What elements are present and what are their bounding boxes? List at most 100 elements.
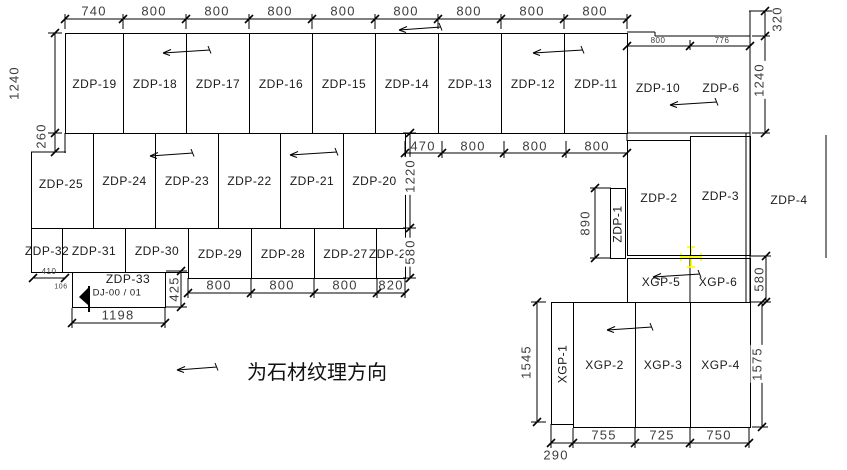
panel-zdp27[interactable]: ZDP-27	[314, 228, 377, 279]
section-marker-icon	[79, 288, 88, 305]
panel-label-zdp23: ZDP-23	[164, 174, 210, 188]
dim-tick	[437, 148, 447, 158]
panel-zdp26[interactable]: ZDP-26	[369, 228, 413, 279]
dim-right_top_height: 1240	[751, 61, 767, 99]
panel-label-xgp6: XGP-6	[698, 275, 738, 289]
texture-direction-arrow	[176, 362, 219, 373]
texture-direction-arrow	[532, 45, 585, 56]
panel-label-zdp12: ZDP-12	[510, 76, 556, 91]
dim-zdp33_height: 425	[166, 276, 182, 302]
texture-direction-arrow	[669, 97, 719, 108]
dim-row3_height: 580	[402, 237, 418, 267]
dim-row3_bottom-1: 800	[269, 277, 295, 293]
panel-zdp19[interactable]: ZDP-19	[65, 33, 124, 134]
panel-label-zdp32: ZDP-32	[24, 243, 70, 258]
dim-top-3: 800	[267, 3, 293, 19]
panel-zdp29[interactable]: ZDP-29	[188, 228, 252, 279]
dim-tick	[176, 302, 186, 312]
dim-right_top_step: 320	[769, 6, 785, 32]
panel-zdp16[interactable]: ZDP-16	[249, 33, 313, 134]
dim-tick	[67, 318, 77, 328]
dim-xgp_bottom-2: 750	[706, 427, 732, 443]
dim-tick	[307, 14, 317, 24]
dim-xgp_bottom-1: 725	[649, 427, 675, 443]
panel-label-zdp26: ZDP-26	[368, 246, 414, 261]
panel-zdp12[interactable]: ZDP-12	[501, 33, 565, 134]
panel-zdp31[interactable]: ZDP-31	[62, 228, 126, 273]
dim-tick	[757, 422, 767, 432]
dim-tick	[244, 14, 254, 24]
panel-zdp24[interactable]: ZDP-24	[93, 133, 156, 229]
panel-zdp21[interactable]: ZDP-21	[280, 133, 344, 229]
panel-zdp14[interactable]: ZDP-14	[375, 33, 439, 134]
panel-zdp11[interactable]: ZDP-11	[564, 33, 628, 134]
dim-tick	[28, 273, 38, 283]
dim-small_left2: 106	[54, 283, 68, 291]
panel-zdp22[interactable]: ZDP-22	[218, 133, 281, 229]
panel-label-zdp31: ZDP-31	[71, 243, 117, 258]
dim-tick	[568, 438, 578, 448]
panel-label-zdp24: ZDP-24	[102, 174, 147, 188]
dim-tick	[761, 251, 771, 261]
dim-tick	[744, 438, 754, 448]
texture-direction-arrow	[289, 147, 339, 158]
panel-label-zdp22: ZDP-22	[227, 174, 272, 188]
dim-tick	[433, 14, 443, 24]
panel-zdp1[interactable]: ZDP-1	[610, 188, 626, 259]
dim-mid-0: 470	[410, 138, 436, 154]
dim-mid-2: 800	[522, 138, 548, 154]
panel-zdp23[interactable]: ZDP-23	[155, 133, 219, 229]
dim-tick	[760, 31, 770, 41]
dim-zdp33_width: 1198	[101, 307, 135, 323]
dim-tick	[630, 438, 640, 448]
dim-tick	[496, 14, 506, 24]
dim-top-7: 800	[519, 3, 545, 19]
panel-zdp3[interactable]: ZDP-3	[690, 136, 751, 256]
legend-text: 为石材纹理方向	[247, 360, 387, 384]
dim-top-2: 800	[204, 3, 230, 19]
dim-tick	[561, 148, 571, 158]
panel-zdp13[interactable]: ZDP-13	[438, 33, 502, 134]
dim-tick	[50, 128, 60, 138]
panel-xgp4[interactable]: XGP-4	[690, 302, 751, 428]
crosshair-cursor	[680, 246, 702, 268]
panel-label-zdp11: ZDP-11	[574, 76, 618, 91]
panel-zdp17[interactable]: ZDP-17	[186, 33, 250, 134]
dim-tick	[372, 288, 382, 298]
panel-xgp2[interactable]: XGP-2	[573, 302, 636, 428]
dim-tick	[590, 253, 600, 263]
texture-direction-arrow	[149, 148, 195, 159]
panel-zdp18[interactable]: ZDP-18	[123, 33, 187, 134]
panel-label-xgp1: XGP-1	[555, 344, 570, 383]
panel-label-zdp20: ZDP-20	[352, 174, 397, 188]
dim-tick	[60, 14, 70, 24]
dim-xgp_left_height: 1545	[518, 345, 534, 379]
dim-row2_height: 1220	[402, 157, 418, 195]
panel-zdp28[interactable]: ZDP-28	[251, 228, 315, 279]
dim-tick	[50, 28, 60, 38]
dim-tick	[60, 273, 70, 283]
panel-zdp2[interactable]: ZDP-2	[627, 140, 691, 256]
panel-label-zdp10: ZDP-10	[635, 81, 681, 95]
panel-zdp30[interactable]: ZDP-30	[125, 228, 189, 273]
panel-label-zdp30: ZDP-30	[134, 243, 180, 258]
texture-direction-arrow	[398, 22, 443, 33]
panel-xgp1[interactable]: XGP-1	[551, 302, 574, 425]
panel-label-zdp17: ZDP-17	[195, 76, 241, 91]
dim-tick	[546, 438, 556, 448]
dim-mid-3: 800	[584, 138, 610, 154]
panel-zdp20[interactable]: ZDP-20	[343, 133, 406, 229]
dim-xgp56_height: 580	[751, 264, 767, 294]
panel-label-zdp13: ZDP-13	[447, 76, 493, 91]
dim-row3_bottom-2: 800	[332, 277, 358, 293]
dim-zdp1_height: 890	[577, 210, 593, 236]
panel-label-xgp4: XGP-4	[701, 358, 740, 372]
panel-label-zdp21: ZDP-21	[289, 174, 335, 188]
panel-label-zdp3: ZDP-3	[701, 189, 740, 203]
panel-zdp15[interactable]: ZDP-15	[312, 33, 376, 134]
dim-tick	[246, 288, 256, 298]
dim-tick	[745, 41, 755, 51]
panel-xgp3[interactable]: XGP-3	[635, 302, 691, 428]
dim-tick	[50, 147, 60, 157]
dim-tick	[405, 223, 415, 233]
